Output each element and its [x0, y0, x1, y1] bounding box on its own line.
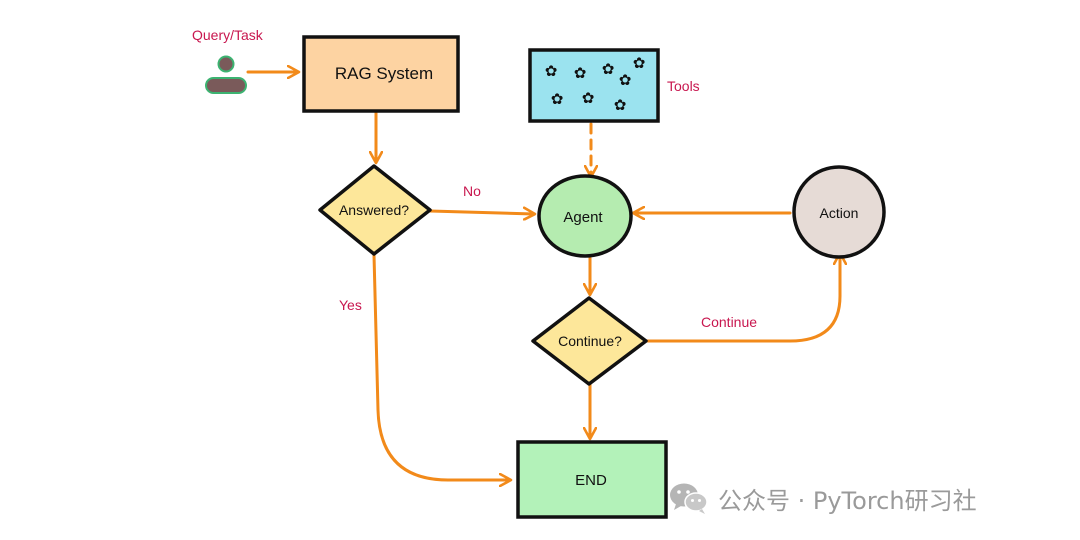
action-node: Action	[792, 165, 886, 259]
answered-label: Answered?	[339, 202, 409, 218]
watermark: 公众号 · PyTorch研习社	[668, 478, 977, 518]
gear-icon: ✿	[619, 71, 632, 89]
agent-node: Agent	[537, 174, 633, 258]
gear-icon: ✿	[574, 64, 587, 82]
gear-icon: ✿	[551, 90, 564, 108]
gear-icons: ✿ ✿ ✿ ✿ ✿ ✿ ✿ ✿	[545, 54, 646, 114]
end-label: END	[575, 472, 607, 489]
gear-icon: ✿	[633, 54, 646, 72]
gear-icon: ✿	[545, 62, 558, 80]
gear-icon: ✿	[602, 60, 615, 78]
action-label: Action	[820, 205, 859, 221]
end-node: END	[516, 440, 668, 519]
rag-system-label: RAG System	[335, 64, 433, 83]
tools-node: ✿ ✿ ✿ ✿ ✿ ✿ ✿ ✿	[528, 48, 660, 123]
edge-label-continue: Continue	[701, 314, 757, 330]
tools-label: Tools	[667, 78, 700, 94]
gear-icon: ✿	[582, 89, 595, 107]
edge-continue-to-action	[644, 254, 840, 343]
edge-answered-yes-to-end	[372, 253, 510, 480]
gear-icon: ✿	[614, 96, 627, 114]
edge-answered-no-to-agent	[428, 211, 534, 214]
continue-decision-node: Continue?	[531, 296, 648, 386]
user-icon	[205, 55, 247, 94]
continue-decision-label: Continue?	[558, 333, 622, 349]
answered-decision-node: Answered?	[318, 164, 432, 256]
query-task-label: Query/Task	[192, 27, 264, 43]
agent-label: Agent	[563, 209, 603, 226]
edges	[246, 72, 840, 480]
watermark-text: 公众号 · PyTorch研习社	[718, 486, 977, 515]
wechat-icon	[670, 483, 708, 514]
rag-system-node: RAG System	[302, 35, 460, 113]
edge-label-yes: Yes	[339, 297, 362, 313]
edge-label-no: No	[463, 183, 481, 199]
